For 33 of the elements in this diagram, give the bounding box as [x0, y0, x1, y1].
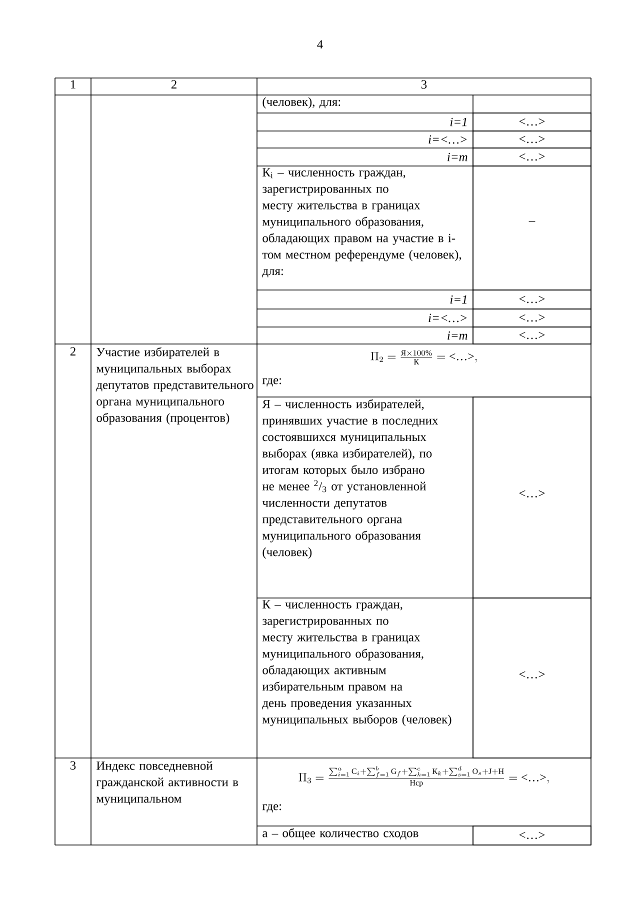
row-number: 2: [70, 347, 76, 356]
page-number: 4: [317, 40, 323, 48]
index-value: i=m: [448, 331, 468, 340]
value-cell: <…>: [472, 308, 592, 328]
formula: $\Pi_3 = \frac{\sum_{i=1}^{a}\text{С}_i+\sum_{f=1}^{b}\text{G}_f+\sum_{k=1}^{c}\text{К}_k+\sum_{s=1}^{d}\text{О}_s+\text{J}+\text{Н}}{\text{Нср}} = \text{<…>},$: [298, 766, 549, 788]
value-cell: <…>: [472, 326, 592, 344]
cell-text: Я – численность избирателей, принявших участие в последних состоявшихся муниципальных выборах (явка избирателей), по итогам которых было избрано не менее $^{2}$/$_{3}$ от установленной численности депутатов представительного органа муниципального образования (человек): [262, 399, 438, 559]
cell-text: К$_{i}$ – численность граждан, зарегистрированных по месту жительства в границах муниципального образования, обладающих правом на участие в i-том местном референдуме (человек), для:: [262, 168, 461, 278]
formula: $\Pi_2 = \frac{\text{Я}\times 100\%}{\text{К}} = \text{<…>},$: [370, 350, 477, 364]
value-cell: <…>: [472, 290, 592, 310]
row-number: 3: [70, 761, 76, 770]
cell-text: где:: [262, 378, 282, 386]
cell-text: где:: [262, 804, 282, 812]
index-value: i=1: [450, 118, 466, 126]
column-number: 3: [421, 80, 427, 89]
cell-text: Участие избирателей в муниципальных выборах депутатов представительного органа муниципального образования (процентов): [96, 347, 254, 425]
column-number: 2: [171, 80, 176, 88]
value-cell: <…>: [472, 130, 592, 148]
index-value: i=1: [450, 295, 466, 304]
column-number: 1: [70, 80, 76, 88]
value-cell: <…>: [472, 112, 592, 132]
cell-text: К – численность граждан, зарегистрированных по месту жительства в границах муниципального образования, обладающих активным избирательным правом на день проведения указанных муниципальных выборов (человек): [262, 600, 452, 726]
value-cell: <…>: [472, 396, 592, 598]
value-cell: –: [472, 166, 592, 290]
value-cell: <…>: [472, 148, 592, 166]
index-value: i=m: [448, 152, 468, 162]
value-cell: <…>: [472, 826, 592, 846]
index-value: i=<…>: [428, 135, 467, 144]
cell-text: а – общее количество сходов: [262, 828, 418, 840]
value-cell: <…>: [472, 598, 592, 758]
cell-text: (человек), для:: [262, 97, 340, 108]
cell-text: Индекс повседневной гражданской активности в муниципальном: [96, 761, 238, 806]
index-value: i=<…>: [428, 314, 467, 322]
